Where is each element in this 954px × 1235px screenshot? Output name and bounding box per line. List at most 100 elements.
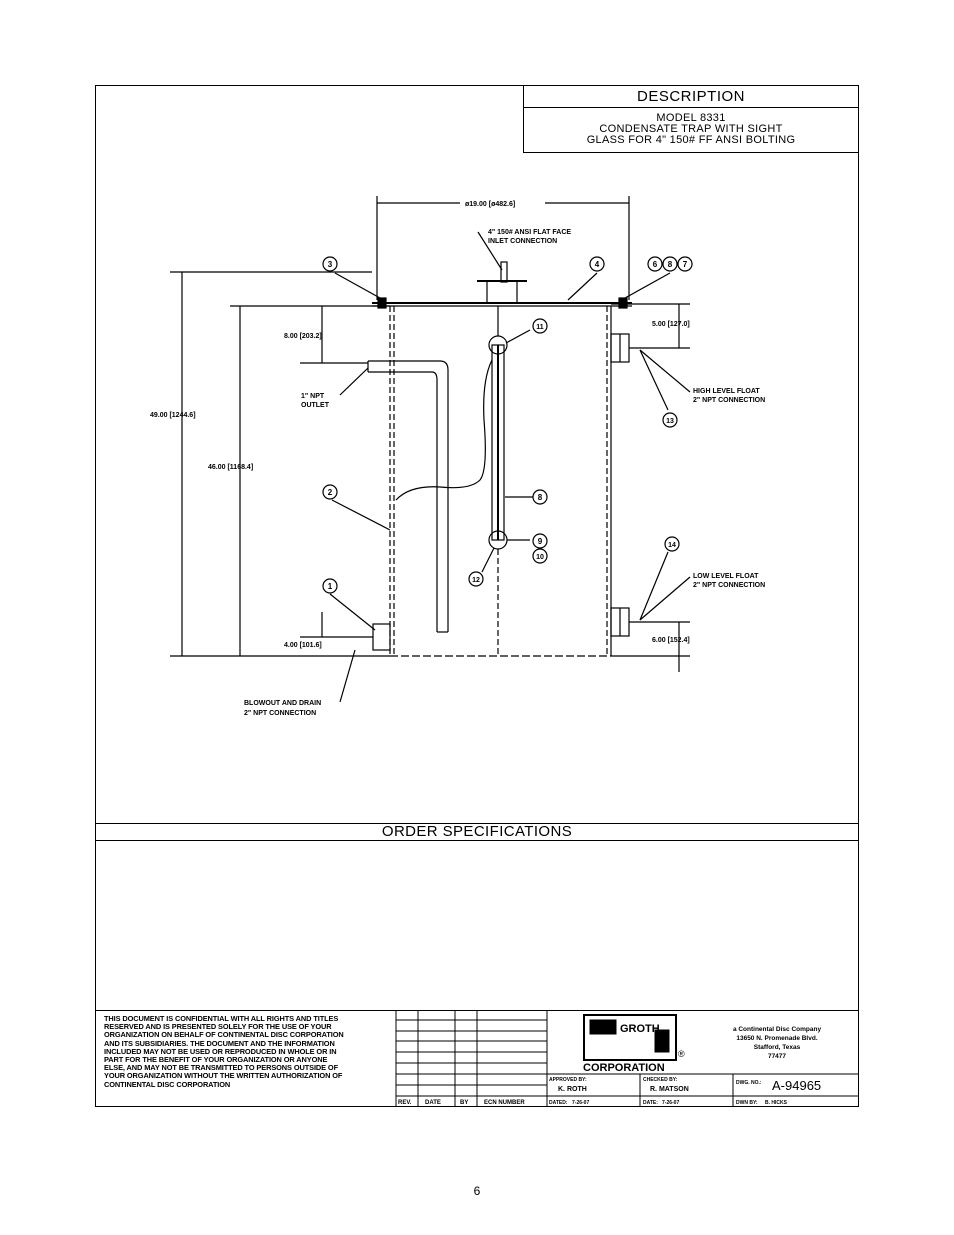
- callout-13-circle: [662, 412, 678, 428]
- description-line-1: MODEL 8331: [656, 112, 726, 124]
- dated-label: DATED:: [549, 1100, 568, 1106]
- dwg-no-label: DWG. NO.:: [736, 1080, 762, 1086]
- callout-11: 11: [536, 324, 544, 331]
- checked-by: R. MATSON: [650, 1086, 689, 1093]
- callout-8: 8: [668, 260, 673, 269]
- checked-label: CHECKED BY:: [643, 1077, 678, 1083]
- leader-high-float: [639, 349, 691, 393]
- callout-3: 3: [328, 260, 333, 269]
- date-header: DATE: [425, 1100, 441, 1106]
- leader-outlet: [339, 367, 369, 396]
- company-line-4: 77477: [768, 1053, 786, 1060]
- width-dimension: ø19.00 [ø482.6]: [465, 201, 515, 208]
- company-line-3: Stafford, Texas: [754, 1044, 801, 1051]
- description-box: [523, 85, 859, 153]
- leader-2: [331, 499, 391, 531]
- dim-46: 46.00 [1168.4]: [208, 464, 253, 471]
- callout-13: 13: [666, 418, 674, 425]
- leader-14: [639, 551, 669, 621]
- drawn-label: DWN BY:: [736, 1100, 758, 1106]
- low-float-label-1: LOW LEVEL FLOAT: [693, 573, 759, 580]
- description-line-3: GLASS FOR 4" 150# FF ANSI BOLTING: [586, 134, 796, 146]
- callout-4-circle: [589, 256, 605, 272]
- callout-6: 6: [653, 260, 658, 269]
- notice-line: PART FOR THE BENEFIT OF YOUR ORGANIZATIO…: [104, 1055, 328, 1065]
- callout-12: 12: [472, 577, 480, 584]
- description-title: DESCRIPTION: [523, 86, 859, 108]
- notice-line: RESERVED AND IS PRESENTED SOLELY FOR THE…: [104, 1022, 332, 1032]
- callout-2: 2: [328, 488, 333, 497]
- callout-3-circle: [322, 256, 338, 272]
- approved-label: APPROVED BY:: [549, 1077, 587, 1083]
- leader-678: [624, 272, 671, 299]
- leader-4: [567, 272, 598, 301]
- callout-9: 9: [538, 537, 543, 546]
- logo-text: GROTH: [620, 1023, 660, 1035]
- rev-header: REV.: [398, 1100, 412, 1106]
- leader-inlet: [477, 231, 503, 271]
- callout-10: 10: [536, 554, 544, 561]
- low-float-label-2: 2" NPT CONNECTION: [693, 582, 765, 589]
- high-float-label-2: 2" NPT CONNECTION: [693, 397, 765, 404]
- date-label: DATE:: [643, 1100, 658, 1106]
- leader-13: [639, 349, 669, 411]
- callout-7: 7: [683, 260, 688, 269]
- callout-7-circle: [677, 256, 693, 272]
- company-line-2: 13650 N. Promenade Blvd.: [736, 1035, 817, 1042]
- outlet-label-1: 1" NPT: [301, 393, 325, 400]
- notice-line: YOUR ORGANIZATION WITHOUT THE WRITTEN AU…: [104, 1071, 343, 1081]
- order-specifications-title: ORDER SPECIFICATIONS: [95, 823, 859, 841]
- dated-value: 7-26-07: [572, 1100, 589, 1106]
- dim-8: 8.00 [203.2]: [284, 333, 322, 340]
- by-header: BY: [460, 1100, 468, 1106]
- notice-line: ELSE, AND MAY NOT BE TRANSMITTED TO PERS…: [104, 1063, 338, 1073]
- leader-12: [481, 547, 495, 573]
- confidentiality-notice: THIS DOCUMENT IS CONFIDENTIAL WITH ALL R…: [104, 1014, 394, 1089]
- blowout-label-2: 2" NPT CONNECTION: [244, 710, 316, 717]
- callout-1: 1: [328, 582, 333, 591]
- outlet-pipe-inner: [368, 371, 438, 632]
- inlet-label-2: INLET CONNECTION: [488, 238, 557, 245]
- callout-12-circle: [468, 571, 484, 587]
- leader-3: [334, 272, 381, 299]
- page-number: 6: [473, 1184, 481, 1198]
- drawn-value: B. HICKS: [765, 1100, 788, 1106]
- leader-11: [505, 329, 531, 344]
- ecn-header: ECN NUMBER: [484, 1100, 525, 1106]
- logo-corporation: CORPORATION: [583, 1062, 665, 1074]
- callout-9-circle: [532, 533, 548, 549]
- callout-8b-circle: [532, 489, 548, 505]
- dim-49: 49.00 [1244.6]: [150, 412, 196, 419]
- high-float-label-1: HIGH LEVEL FLOAT: [693, 388, 760, 395]
- inlet-label-1: 4" 150# ANSI FLAT FACE: [488, 229, 571, 236]
- callout-11-circle: [532, 318, 548, 334]
- notice-line: CONTINENTAL DISC CORPORATION: [104, 1079, 231, 1089]
- callout-10-circle: [532, 548, 548, 564]
- inlet-stub: [500, 261, 508, 283]
- callout-14: 14: [668, 542, 676, 549]
- callout-8-circle: [662, 256, 678, 272]
- dim-4: 4.00 [101.6]: [284, 642, 322, 649]
- description-line-2: CONDENSATE TRAP WITH SIGHT: [599, 123, 783, 135]
- outlet-pipe-outer: [368, 360, 449, 632]
- callout-2-circle: [322, 484, 338, 500]
- dim-5: 5.00 [127.0]: [652, 321, 690, 328]
- leader-low-float: [639, 576, 691, 621]
- callout-14-circle: [664, 536, 680, 552]
- approved-by: K. ROTH: [558, 1086, 587, 1093]
- callout-6-circle: [647, 256, 663, 272]
- bolt-right: [618, 297, 628, 309]
- dim-6: 6.00 [152.4]: [652, 637, 690, 644]
- callout-1-circle: [322, 578, 338, 594]
- break-line: [395, 359, 493, 501]
- bolt-left: [377, 297, 387, 309]
- notice-line: INCLUDED MAY NOT BE USED OR REPRODUCED I…: [104, 1046, 337, 1056]
- callout-4: 4: [595, 260, 600, 269]
- outlet-label-2: OUTLET: [301, 402, 330, 409]
- leader-blowout: [339, 649, 356, 703]
- blowout-label-1: BLOWOUT AND DRAIN: [244, 700, 321, 707]
- notice-line: THIS DOCUMENT IS CONFIDENTIAL WITH ALL R…: [104, 1014, 339, 1023]
- notice-line: AND ITS SUBSIDIARIES. THE DOCUMENT AND T…: [104, 1038, 335, 1048]
